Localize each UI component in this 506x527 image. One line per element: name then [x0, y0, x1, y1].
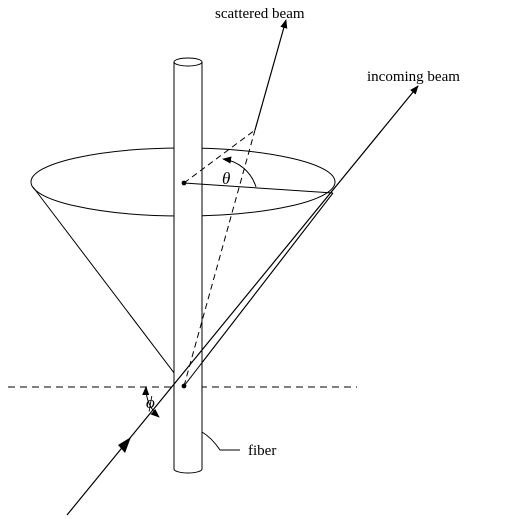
scattered-beam-line	[254, 19, 288, 131]
fiber-bottom-edge	[173, 468, 203, 474]
theta-label: θ	[222, 169, 230, 188]
theta-angle-arc	[222, 156, 257, 188]
fiber-top-ellipse	[173, 57, 203, 67]
fiber-cylinder	[173, 57, 203, 474]
theta-ray-dashed	[183, 129, 256, 184]
scattered-beam-label: scattered beam	[215, 6, 305, 22]
fiber-body	[174, 62, 202, 469]
scattered-projection-dashed	[183, 129, 256, 387]
scatter-point	[181, 383, 187, 389]
fiber-label: fiber	[248, 443, 276, 459]
fiber-leader-line	[201, 431, 240, 451]
cone-right-generator-front	[183, 192, 334, 387]
incoming-beam-mid-arrow-icon	[118, 437, 131, 453]
axis-center-point	[181, 180, 187, 186]
incoming-beam-label: incoming beam	[367, 69, 460, 85]
phi-label: ϕ	[146, 393, 155, 412]
rim-radius-line	[183, 182, 334, 194]
cone-left-generator	[32, 186, 185, 387]
phi-angle-arc	[142, 386, 160, 418]
